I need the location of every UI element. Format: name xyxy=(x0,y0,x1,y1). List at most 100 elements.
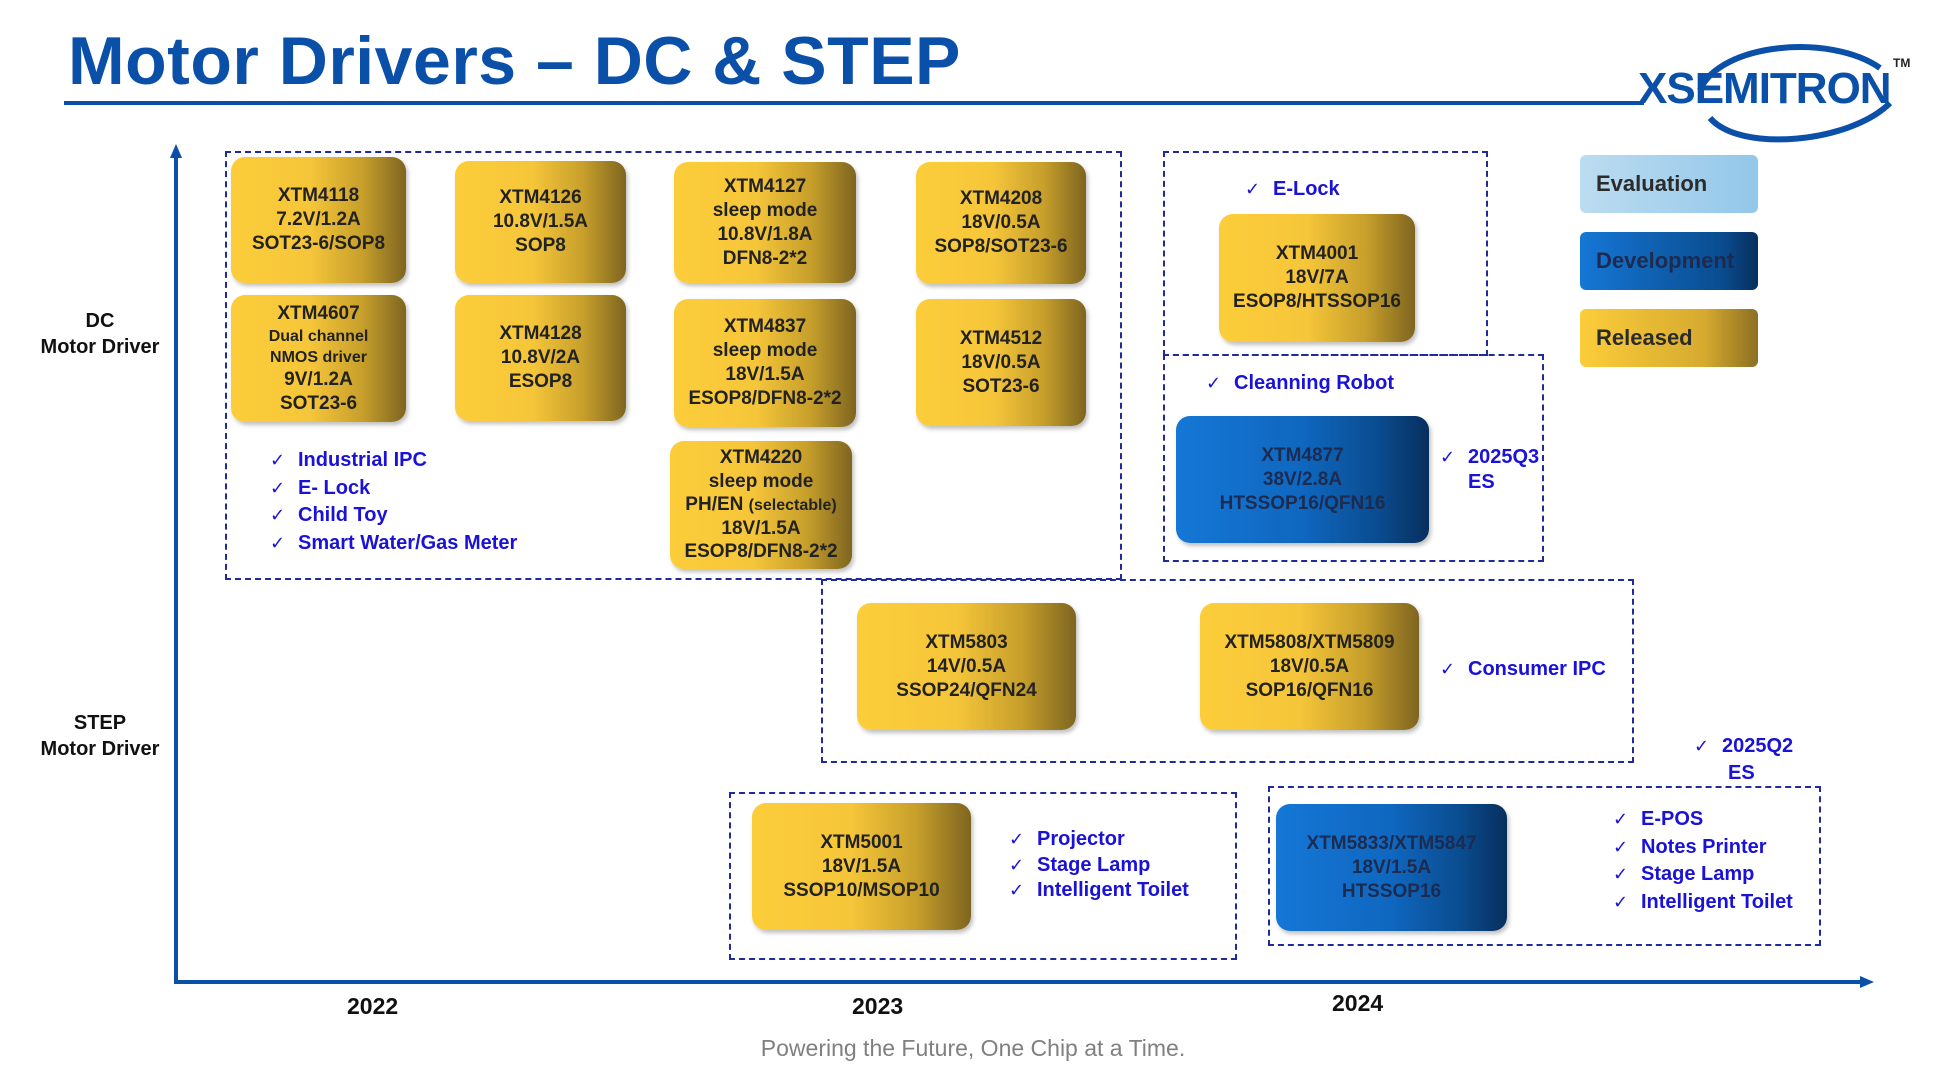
chip-name: XTM4127 xyxy=(723,175,807,197)
chip-package: SOP8 xyxy=(515,235,566,256)
app-item: ✓ Industrial IPC xyxy=(270,447,517,475)
title-underline xyxy=(64,101,1644,105)
footer-tagline: Powering the Future, One Chip at a Time. xyxy=(760,1035,1186,1061)
legend-development: Development xyxy=(1580,232,1758,290)
chip-rating: 38V/2.8A xyxy=(1262,468,1343,490)
status-label: 2025Q3 xyxy=(1468,446,1540,468)
app-label: Industrial IPC xyxy=(298,449,427,471)
check-icon: ✓ xyxy=(1613,891,1629,913)
app-label: Stage Lamp xyxy=(1641,863,1755,885)
step-axis-label: STEP Motor Driver xyxy=(28,710,172,762)
check-icon: ✓ xyxy=(1613,809,1629,830)
chip-xtm4607: XTM4607 Dual channel NMOS driver 9V/1.2A… xyxy=(231,295,406,422)
apps-cleaning-robot: ✓Cleanning Robot xyxy=(1206,370,1394,398)
app-label: Intelligent Toilet xyxy=(1037,879,1189,901)
app-label: Child Toy xyxy=(298,504,388,526)
chip-name: XTM5803 xyxy=(925,631,1008,653)
year-2024: 2024 xyxy=(1332,990,1384,1016)
chip-name: XTM4118 xyxy=(277,185,360,206)
app-item: ✓E-Lock xyxy=(1245,176,1340,204)
status-2025q2-es: ✓ 2025Q2 ES xyxy=(1694,733,1793,786)
chip-name: XTM4128 xyxy=(499,323,582,344)
chip-package: HTSSOP16/QFN16 xyxy=(1219,492,1386,514)
chip-name: XTM5001 xyxy=(820,831,903,853)
app-item: ✓Consumer IPC xyxy=(1440,656,1606,684)
app-item: ✓ Child Toy xyxy=(270,502,517,530)
app-item: ✓Cleanning Robot xyxy=(1206,370,1394,398)
chip-rating: 7.2V/1.2A xyxy=(276,209,361,230)
check-icon: ✓ xyxy=(1009,829,1025,850)
chip-rating: 18V/0.5A xyxy=(1269,655,1350,677)
app-label: E- Lock xyxy=(298,476,371,499)
check-icon: ✓ xyxy=(270,505,286,526)
app-item: ✓Smart Water/Gas Meter xyxy=(270,530,517,558)
check-icon: ✓ xyxy=(1440,447,1456,468)
apps-step-2024: ✓ E-POS ✓ Notes Printer ✓ Stage Lamp ✓Intel… xyxy=(1613,806,1793,916)
group-step-2023 xyxy=(729,792,1237,960)
status-label: ES xyxy=(1468,471,1495,493)
chip-package: SSOP10/MSOP10 xyxy=(783,879,940,901)
chip-control: PH/EN (selectable) xyxy=(685,493,836,517)
app-label: Cleanning Robot xyxy=(1234,372,1394,394)
chip-package: SOT23-6 xyxy=(962,375,1040,397)
chip-name: XTM4877 xyxy=(1261,444,1344,466)
chip-name: XTM4208 xyxy=(959,188,1043,209)
chip-rating: 18V/7A xyxy=(1285,267,1349,288)
status-label: 2025Q2 xyxy=(1722,735,1794,757)
chip-name: XTM4607 xyxy=(277,302,360,324)
check-icon: ✓ xyxy=(270,477,286,499)
chip-package: DFN8-2*2 xyxy=(722,247,808,269)
check-icon: ✓ xyxy=(1009,880,1025,901)
chip-xtm4118: XTM4118 7.2V/1.2A SOT23-6/SOP8 xyxy=(231,157,406,283)
app-label: Stage Lamp xyxy=(1037,853,1151,876)
chip-mode: sleep mode xyxy=(708,470,814,492)
chip-xtm4837: XTM4837 sleep mode 18V/1.5A ESOP8/DFN8-2… xyxy=(674,299,856,427)
chip-xtm4877: XTM4877 38V/2.8A HTSSOP16/QFN16 xyxy=(1176,416,1429,543)
check-icon: ✓ xyxy=(270,450,286,471)
chip-package: SOT23-6/SOP8 xyxy=(251,233,386,254)
check-icon: ✓ xyxy=(1613,836,1629,858)
chip-package: ESOP8/DFN8-2*2 xyxy=(688,388,842,409)
chip-rating: 18V/0.5A xyxy=(961,351,1041,373)
chip-xtm4208: XTM4208 18V/0.5A SOP8/SOT23-6 xyxy=(916,162,1086,284)
chip-xtm5833-xtm5847: XTM5833/XTM5847 18V/1.5A HTSSOP16 xyxy=(1276,804,1507,931)
company-logo: XSEMITRON xyxy=(1638,64,1892,113)
status-2025q3-es: ✓ 2025Q3 ES xyxy=(1440,445,1539,494)
check-icon: ✓ xyxy=(1694,736,1710,757)
check-icon: ✓ xyxy=(1613,864,1629,885)
chip-package: HTSSOP16 xyxy=(1341,880,1442,902)
app-item: ✓ E- Lock xyxy=(270,475,517,503)
status-line: ✓ 2025Q2 xyxy=(1694,733,1793,760)
legend-released: Released xyxy=(1580,309,1758,367)
chip-mode: sleep mode xyxy=(712,199,818,221)
status-line: ES xyxy=(1694,760,1793,786)
chip-package: ESOP8/DFN8-2*2 xyxy=(684,541,838,563)
check-icon: ✓ xyxy=(1245,179,1261,200)
chip-package: SOT23-6 xyxy=(279,392,358,414)
chip-mode: sleep mode xyxy=(712,340,818,361)
chip-xtm4128: XTM4128 10.8V/2A ESOP8 xyxy=(455,295,626,421)
chip-xtm4512: XTM4512 18V/0.5A SOT23-6 xyxy=(916,299,1086,426)
app-item: ✓ Stage Lamp xyxy=(1009,853,1189,879)
chip-xtm4126: XTM4126 10.8V/1.5A SOP8 xyxy=(455,161,626,283)
chip-control-mode: PH/EN xyxy=(685,494,744,516)
app-label: E-POS xyxy=(1641,808,1704,830)
chip-rating: 9V/1.2A xyxy=(284,368,353,390)
chip-name: XTM4126 xyxy=(499,187,582,208)
step-label-line1: STEP xyxy=(73,712,127,734)
app-label: Projector xyxy=(1037,828,1125,850)
year-2022: 2022 xyxy=(347,993,399,1019)
check-icon: ✓ xyxy=(1009,854,1025,876)
apps-elock: ✓E-Lock xyxy=(1245,176,1340,204)
chip-xtm4127: XTM4127 sleep mode 10.8V/1.8A DFN8-2*2 xyxy=(674,162,856,283)
chip-rating: 10.8V/1.8A xyxy=(717,223,813,245)
logo-swoosh-icon xyxy=(1697,44,1893,143)
chip-name: XTM5808/XTM5809 xyxy=(1224,631,1395,653)
chip-rating: 18V/0.5A xyxy=(961,212,1041,233)
chip-name: XTM5833/XTM5847 xyxy=(1306,832,1477,854)
group-cleaning-robot xyxy=(1163,354,1544,562)
app-label: Notes Printer xyxy=(1641,835,1767,858)
app-item: ✓Intelligent Toilet xyxy=(1613,889,1793,917)
group-dc-2022-2023 xyxy=(225,151,1122,580)
app-label: Consumer IPC xyxy=(1468,658,1606,680)
